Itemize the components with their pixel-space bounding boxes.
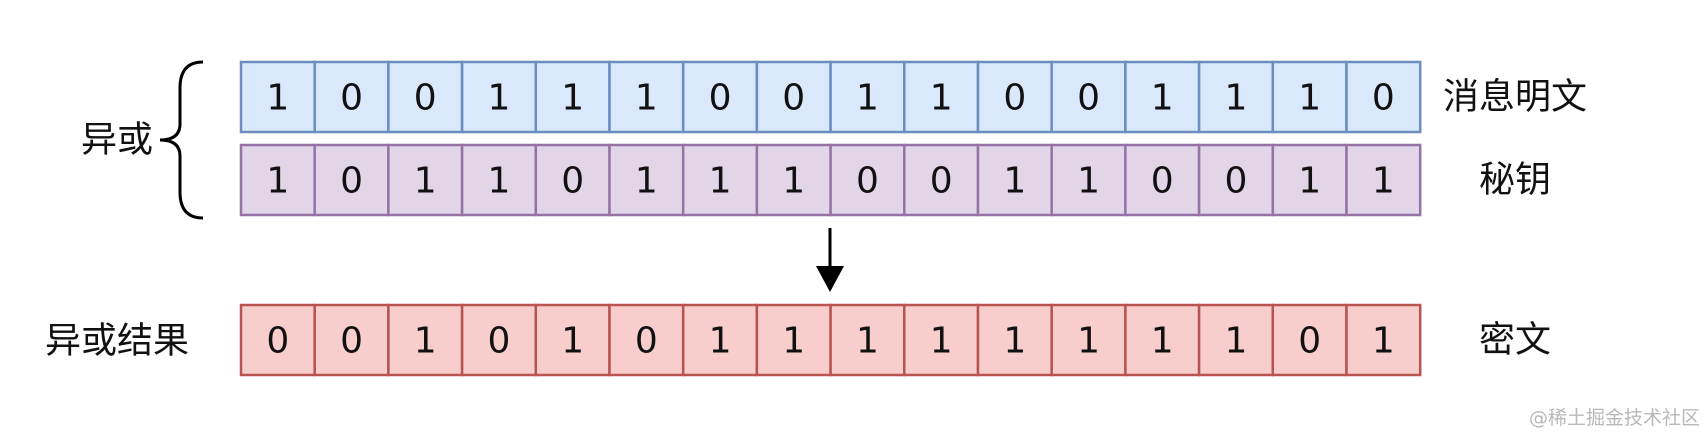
- bit-value: 0: [414, 78, 437, 119]
- bit-value: 0: [1372, 78, 1395, 119]
- bit-value: 0: [1151, 161, 1174, 202]
- down-arrow-icon: [816, 228, 844, 292]
- bit-value: 1: [782, 321, 805, 362]
- bit-value: 1: [856, 78, 879, 119]
- bit-value: 1: [1298, 161, 1321, 202]
- bit-value: 0: [1077, 78, 1100, 119]
- bit-value: 0: [487, 321, 510, 362]
- bit-value: 0: [266, 321, 289, 362]
- bit-value: 1: [1224, 321, 1247, 362]
- bit-cell: [460, 303, 538, 377]
- watermark-text: @稀土掘金技术社区: [1528, 407, 1700, 429]
- bit-cell: [460, 143, 538, 217]
- bit-cell: [387, 143, 464, 217]
- bit-cell: [1124, 60, 1201, 134]
- bit-value: 0: [930, 161, 953, 202]
- bit-value: 1: [1003, 321, 1026, 362]
- bit-value: 1: [1003, 161, 1026, 202]
- bit-value: 0: [1003, 78, 1026, 119]
- bit-value: 1: [1298, 78, 1321, 119]
- bit-value: 1: [709, 161, 732, 202]
- bit-value: 1: [414, 161, 437, 202]
- bit-value: 1: [635, 161, 658, 202]
- bit-value: 1: [487, 78, 510, 119]
- bit-value: 1: [414, 321, 437, 362]
- bit-cell: [755, 143, 832, 217]
- bit-value: 0: [635, 321, 658, 362]
- bit-cell: [1345, 143, 1422, 217]
- bit-value: 1: [635, 78, 658, 119]
- bit-cell: [313, 303, 390, 377]
- bit-value: 1: [930, 78, 953, 119]
- bit-cell: [976, 60, 1053, 134]
- bit-value: 1: [1077, 161, 1100, 202]
- bit-cell: [1124, 143, 1201, 217]
- bit-cell: [387, 60, 464, 134]
- bit-row-key: 1 0 1 1 0 1 1 1 0 0 1 1 0 0 1 1 秘钥: [239, 143, 1551, 217]
- bit-cell: [903, 60, 980, 134]
- bit-cell: [1197, 60, 1275, 134]
- bit-value: 0: [1224, 161, 1247, 202]
- bit-value: 0: [561, 161, 584, 202]
- bit-value: 1: [561, 321, 584, 362]
- bit-value: 1: [1224, 78, 1247, 119]
- bit-cell: [1271, 303, 1348, 377]
- bit-cell: [608, 303, 685, 377]
- bit-value: 0: [709, 78, 732, 119]
- bit-cell: [313, 143, 390, 217]
- bit-value: 0: [782, 78, 805, 119]
- bit-value: 0: [340, 161, 363, 202]
- bit-cell: [387, 303, 464, 377]
- bit-value: 1: [1151, 321, 1174, 362]
- bit-value: 1: [1372, 161, 1395, 202]
- bit-cell: [239, 143, 316, 217]
- bit-cell: [976, 143, 1053, 217]
- bit-value: 1: [266, 78, 289, 119]
- bit-cell: [1197, 143, 1275, 217]
- bit-row-plaintext: 1 0 0 1 1 1 0 0 1 1 0 0 1 1 1 0 消息明文: [239, 60, 1587, 134]
- curly-brace: [159, 60, 204, 220]
- bit-cell: [755, 303, 832, 377]
- bit-cell: [903, 143, 980, 217]
- bit-value: 1: [1151, 78, 1174, 119]
- bit-value: 1: [782, 161, 805, 202]
- bit-value: 1: [487, 161, 510, 202]
- bit-row-ciphertext: 0 0 1 0 1 0 1 1 1 1 1 1 1 1 0 1 密文: [239, 303, 1551, 377]
- bit-value: 1: [561, 78, 584, 119]
- bit-cell: [681, 143, 759, 217]
- bit-cell: [534, 143, 611, 217]
- bit-value: 1: [1372, 321, 1395, 362]
- row-label-plaintext: 消息明文: [1443, 77, 1587, 118]
- bit-value: 1: [266, 161, 289, 202]
- bit-cell: [534, 303, 611, 377]
- bit-cell: [1271, 60, 1348, 134]
- row-label-ciphertext: 密文: [1479, 320, 1551, 361]
- bit-cell: [829, 60, 906, 134]
- bit-cell: [1050, 143, 1127, 217]
- row-label-key: 秘钥: [1479, 160, 1551, 201]
- xor-operation-label: 异或: [81, 120, 153, 161]
- xor-result-label: 异或结果: [45, 321, 189, 362]
- bit-value: 1: [709, 321, 732, 362]
- bit-value: 0: [856, 161, 879, 202]
- bit-value: 1: [1077, 321, 1100, 362]
- bit-cell: [1345, 303, 1422, 377]
- bit-value: 0: [340, 78, 363, 119]
- bit-value: 1: [856, 321, 879, 362]
- bit-value: 1: [930, 321, 953, 362]
- bit-cell: [1345, 60, 1422, 134]
- bit-value: 0: [1298, 321, 1321, 362]
- bit-cell: [313, 60, 390, 134]
- bit-value: 0: [340, 321, 363, 362]
